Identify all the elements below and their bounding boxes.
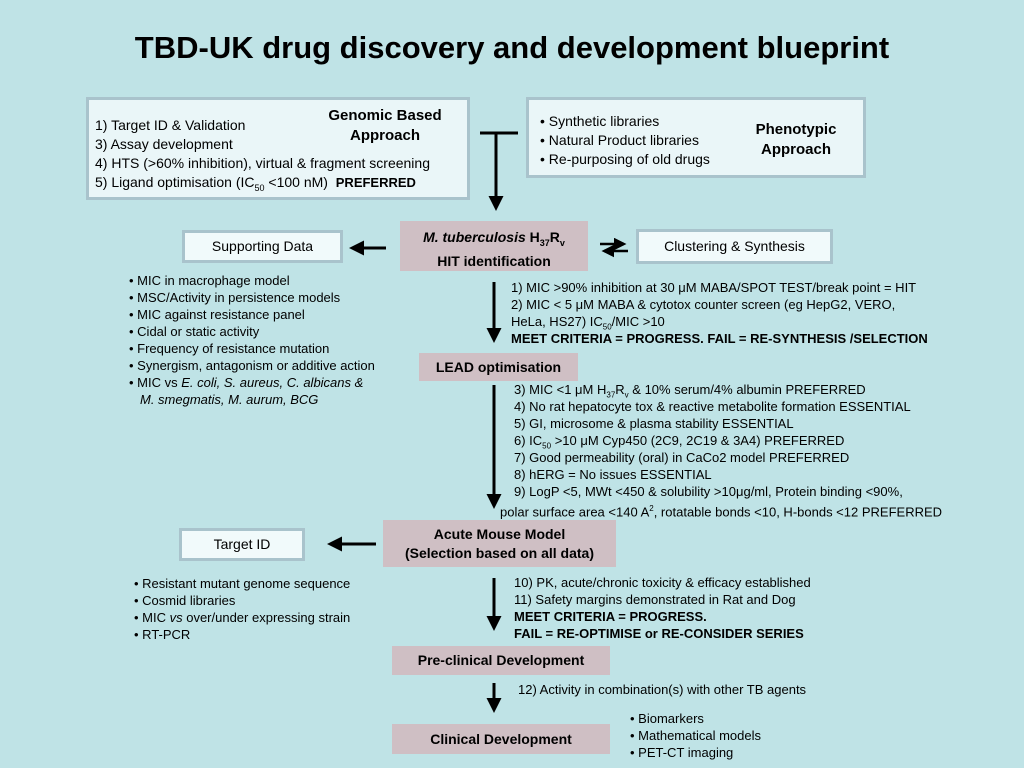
list-item: • MIC vs over/under expressing strain (134, 610, 351, 625)
genomic-heading: Genomic Based Approach (328, 107, 442, 144)
list-item: • RT-PCR (134, 627, 191, 642)
clinical-development-box: Clinical Development (392, 724, 610, 754)
list-item: • Cidal or static activity (129, 324, 260, 339)
list-item: • Synthetic libraries (540, 113, 660, 129)
list-item: • MIC against resistance panel (129, 307, 305, 322)
list-item: • Synergism, antagonism or additive acti… (129, 358, 375, 373)
list-item: • Biomarkers (630, 711, 704, 726)
list-item: • Natural Product libraries (540, 132, 699, 148)
acute-criteria: 10) PK, acute/chronic toxicity & efficac… (514, 575, 811, 641)
phenotypic-heading: Phenotypic Approach (755, 121, 837, 158)
list-item: • MIC vs E. coli, S. aureus, C. albicans… (129, 375, 364, 390)
acute-mouse-model-box: Acute Mouse Model (Selection based on al… (383, 520, 616, 567)
list-item: • Cosmid libraries (134, 593, 236, 608)
list-item: • MIC in macrophage model (129, 273, 290, 288)
clinical-list: • Biomarkers • Mathematical models • PET… (630, 710, 761, 761)
target-id-list: • Resistant mutant genome sequence • Cos… (134, 575, 350, 643)
list-item: • PET-CT imaging (630, 745, 734, 760)
phenotypic-list: • Synthetic libraries • Natural Product … (540, 112, 710, 169)
target-id-box: Target ID (179, 528, 305, 561)
list-item: • Frequency of resistance mutation (129, 341, 330, 356)
list-item: • Resistant mutant genome sequence (134, 576, 351, 591)
preclinical-development-box: Pre-clinical Development (392, 646, 610, 675)
supporting-data-list: • MIC in macrophage model • MSC/Activity… (129, 273, 375, 407)
genomic-steps: 1) Target ID & Validation 3) Assay devel… (95, 117, 430, 193)
hit-identification-box: M. tuberculosis H37Rv HIT identification (400, 221, 588, 271)
preclinical-criteria: 12) Activity in combination(s) with othe… (518, 682, 807, 697)
phenotypic-approach-box: • Synthetic libraries • Natural Product … (526, 97, 866, 178)
lead-criteria: 3) MIC <1 μM H37Rv & 10% serum/4% albumi… (500, 382, 943, 520)
supporting-data-box: Supporting Data (182, 230, 343, 263)
list-item: • Mathematical models (630, 728, 761, 743)
genomic-approach-box: Genomic Based Approach 1) Target ID & Va… (86, 97, 470, 200)
list-item: • MSC/Activity in persistence models (129, 290, 341, 305)
hit-criteria: 1) MIC >90% inhibition at 30 μM MABA/SPO… (511, 280, 928, 346)
lead-optimisation-box: LEAD optimisation (419, 353, 578, 381)
list-item: • Re-purposing of old drugs (540, 151, 710, 167)
clustering-synthesis-box: Clustering & Synthesis (636, 229, 833, 264)
page-title: TBD-UK drug discovery and development bl… (134, 30, 890, 65)
